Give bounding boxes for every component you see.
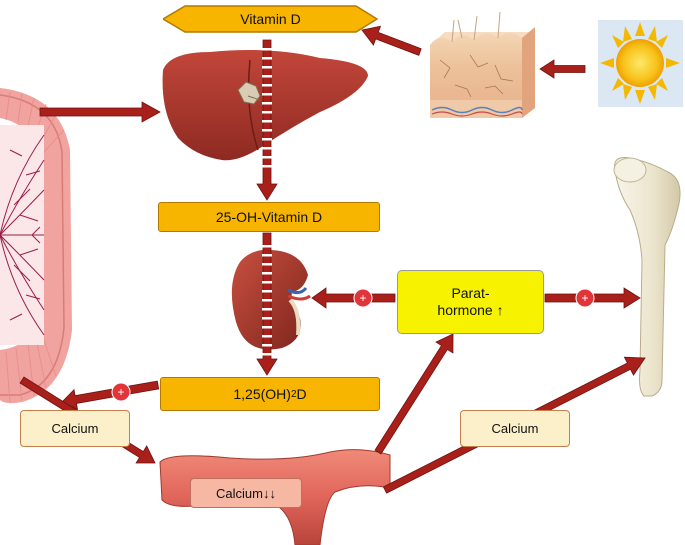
calcitriol-prefix: 1,25(OH) (233, 386, 291, 402)
kidney-dash (262, 290, 272, 293)
kidney-dash (262, 308, 272, 311)
skin-illustration (430, 11, 535, 118)
liver-dash (262, 57, 272, 60)
femur-illustration (613, 157, 681, 397)
plus-kidney-text: + (359, 291, 366, 305)
parathormone-line2: hormone ↑ (437, 302, 504, 318)
liver-dash (262, 147, 272, 150)
plus-markers: + + + (111, 288, 595, 402)
arrow-blood-to-parathormone (374, 333, 454, 455)
kidney-dash (262, 344, 272, 347)
liver-dash (262, 165, 272, 168)
vitamin-d-shape (163, 5, 378, 33)
mesenteric-vessels (0, 134, 45, 336)
liver-dash (262, 120, 272, 123)
vitamin-d-label: Vitamin D (240, 11, 301, 27)
sun-rays (600, 22, 680, 104)
kidney-dash (262, 299, 272, 302)
liver-dash (262, 75, 272, 78)
calcitriol-suffix: D (296, 386, 307, 402)
liver-dash (262, 93, 272, 96)
plus-marker-calcium: + (111, 382, 131, 402)
kidney-dash (262, 353, 272, 356)
intestine-illustration (0, 88, 72, 404)
liver-dash (262, 111, 272, 114)
arrow-intestine-to-liver (39, 101, 161, 123)
liver-dash (262, 129, 272, 132)
calcitriol-subscript: 2 (290, 388, 297, 400)
liver-dash (262, 66, 272, 69)
liver-dash (262, 138, 272, 141)
calcium-right-box: Calcium (460, 410, 570, 447)
kidney-dash (262, 272, 272, 275)
calcium-blood-box: Calcium↓↓ (190, 478, 302, 508)
plus-marker-bone: + (575, 288, 595, 308)
kidney-dash (262, 254, 272, 257)
kidney-dash (262, 317, 272, 320)
kidney-dash (262, 245, 272, 248)
kidney-dash (262, 335, 272, 338)
liver-dash (262, 102, 272, 105)
dash-layer (262, 48, 272, 356)
kidney-dash (262, 263, 272, 266)
arrow-skin-to-vitamin-d (361, 25, 422, 56)
arrow-sun-to-skin (539, 59, 586, 79)
arrow-calcitriol-to-calcium (61, 380, 160, 411)
sun-illustration (598, 20, 683, 107)
kidney-dash (262, 326, 272, 329)
calcitriol-box: 1,25(OH)2 D (160, 377, 380, 411)
calcium-left-box: Calcium (20, 410, 130, 447)
liver-dash (262, 48, 272, 51)
plus-marker-kidney: + (353, 288, 373, 308)
kidney-dash (262, 281, 272, 284)
plus-bone-text: + (581, 291, 588, 305)
liver-dash (262, 84, 272, 87)
sun-disc (616, 39, 664, 87)
parathormone-box: Parat- hormone ↑ (397, 270, 544, 334)
hydroxy-vitamin-d-box: 25-OH-Vitamin D (158, 202, 380, 232)
parathormone-line1: Parat- (451, 285, 490, 301)
liver-dash (262, 156, 272, 159)
plus-calcium-text: + (117, 385, 124, 399)
